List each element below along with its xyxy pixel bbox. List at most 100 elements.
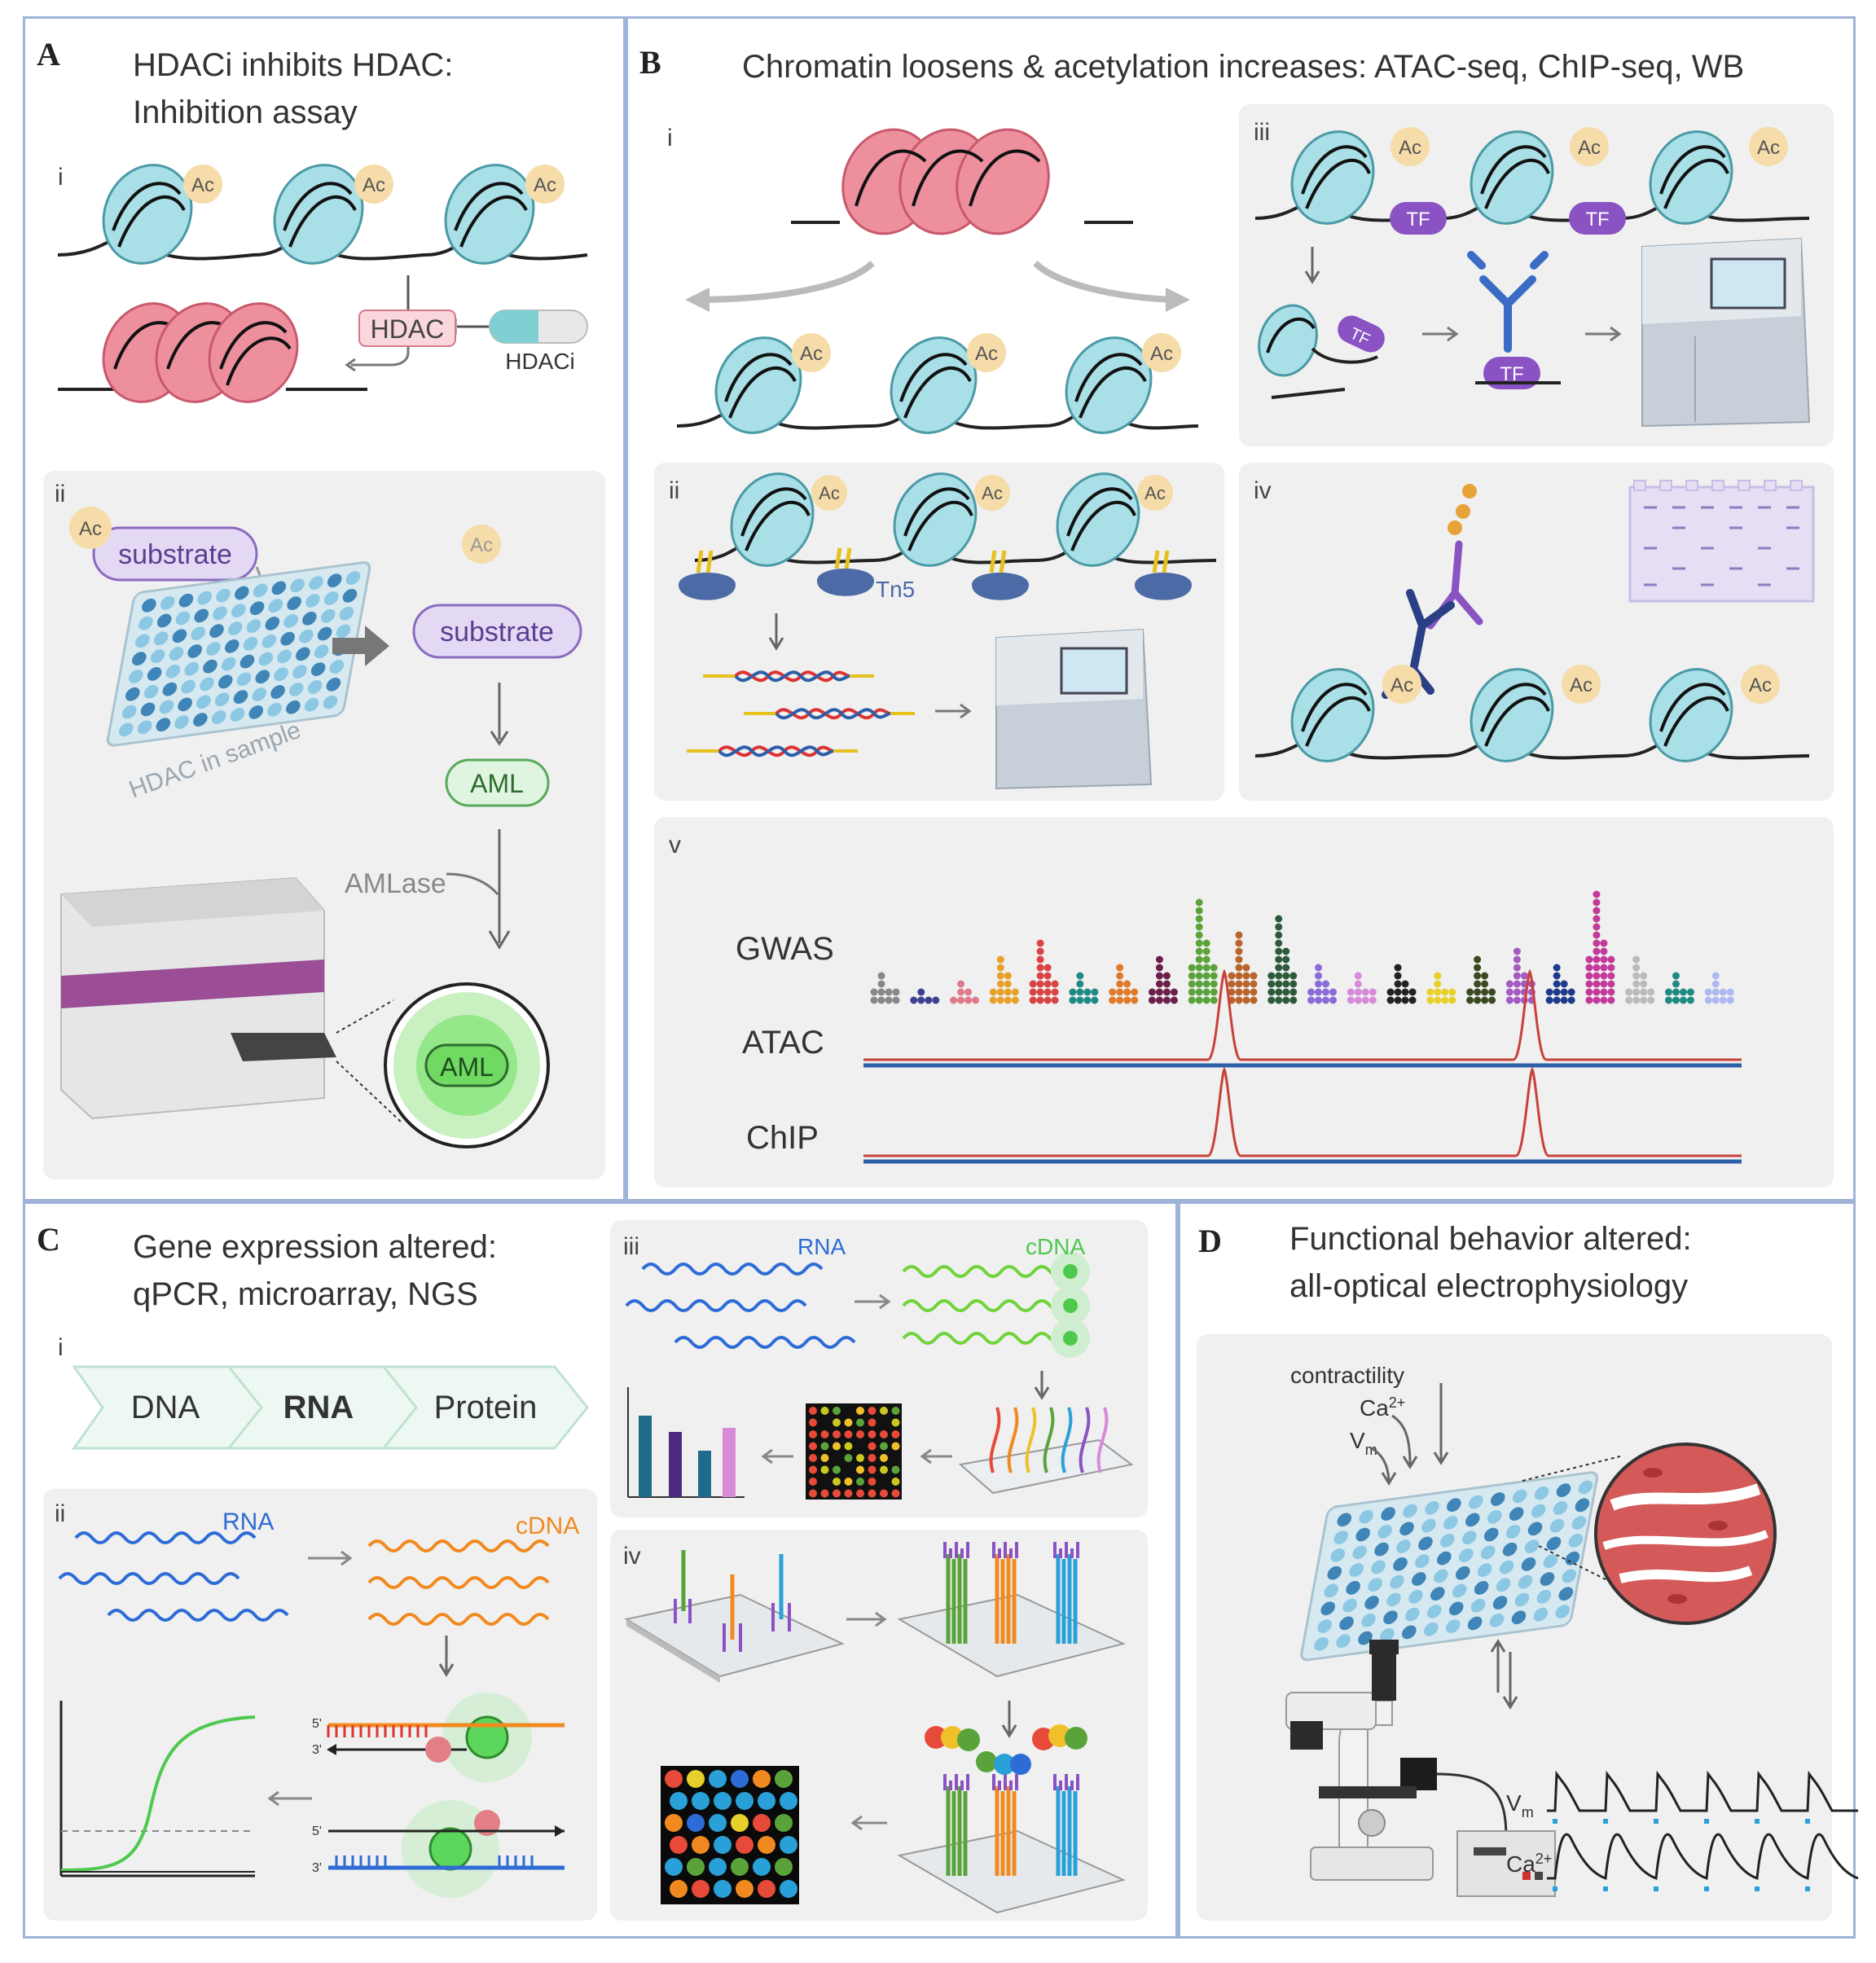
well (187, 644, 202, 658)
array-spot (820, 1465, 829, 1474)
well (1458, 1548, 1474, 1562)
gwas-point (1195, 947, 1203, 955)
gwas-point (1011, 988, 1019, 996)
well (1543, 1554, 1558, 1569)
array-spot (856, 1430, 864, 1438)
gwas-point (1672, 980, 1680, 988)
gwas-point (1123, 996, 1131, 1004)
gwas-chromosome-column (950, 980, 980, 1004)
gwas-point (1162, 972, 1171, 980)
gwas-point (932, 996, 940, 1004)
gwas-point (1210, 964, 1218, 972)
dna-label: DNA (131, 1390, 200, 1425)
microarray-slide-icon (958, 1407, 1134, 1495)
gwas-point (1195, 939, 1203, 947)
gwas-point (1109, 988, 1117, 996)
gwas-point (1250, 988, 1258, 996)
gwas-point (1268, 972, 1276, 980)
gwas-point (1441, 996, 1449, 1004)
gwas-point (1394, 988, 1402, 996)
well (1556, 1483, 1571, 1497)
dna-fragments (687, 670, 915, 758)
gwas-point (1474, 996, 1482, 1004)
well (1524, 1539, 1540, 1553)
aml-label-1: AML (470, 769, 524, 798)
gwas-point (1076, 972, 1084, 980)
well (1549, 1518, 1565, 1533)
gwas-point (1553, 980, 1561, 988)
well (302, 611, 317, 626)
gwas-point (1076, 996, 1084, 1004)
calcium-label: Ca2+ (1360, 1394, 1405, 1421)
well (227, 621, 243, 635)
array-spot (820, 1454, 829, 1462)
gwas-point (1235, 964, 1243, 972)
well (248, 705, 264, 719)
panel-b-sub-iv-box: iv Ac A (1239, 463, 1834, 801)
central-dogma-chevrons: DNA RNA Protein (72, 1365, 589, 1450)
gwas-point (1513, 964, 1521, 972)
sequencing-cluster (731, 1814, 749, 1832)
gwas-point (1275, 988, 1283, 996)
gwas-point (1513, 988, 1521, 996)
well (1434, 1569, 1448, 1583)
panel-c-sub-ii: ii (55, 1500, 66, 1527)
gwas-point (1354, 996, 1362, 1004)
sequencing-cluster (692, 1836, 710, 1854)
gwas-point (1672, 988, 1680, 996)
well (1396, 1539, 1411, 1553)
gwas-chromosome-column (1188, 898, 1218, 1004)
gwas-point (1250, 996, 1258, 1004)
gwas-point (1679, 996, 1687, 1004)
gwas-chromosome-column (1029, 939, 1059, 1004)
gwas-point (1704, 996, 1712, 1004)
gwas-point (1329, 996, 1337, 1004)
stimulus-mark (1704, 1819, 1709, 1824)
well (1421, 1518, 1436, 1533)
gwas-point (1155, 964, 1163, 972)
ac-badge (354, 165, 393, 204)
gwas-point (1553, 972, 1561, 980)
gwas-point (1625, 988, 1633, 996)
sequencing-cluster (775, 1770, 793, 1788)
well (292, 665, 307, 679)
well (1480, 1545, 1496, 1560)
gwas-point (1123, 980, 1131, 988)
gwas-point (1481, 988, 1489, 996)
gwas-point (1585, 980, 1593, 988)
gwas-point (989, 996, 997, 1004)
gwas-point (1275, 931, 1283, 939)
gel-well (1711, 480, 1724, 491)
microarray-heatmap (806, 1403, 902, 1500)
well (178, 697, 192, 712)
gwas-chromosome-column (1545, 964, 1575, 1004)
array-spot (868, 1465, 876, 1474)
well (153, 631, 169, 646)
gwas-point (1202, 939, 1210, 947)
well (156, 718, 171, 732)
well (304, 697, 319, 712)
gwas-point (1593, 980, 1601, 988)
gel-well (1659, 480, 1672, 491)
sequencing-cluster (687, 1770, 705, 1788)
gwas-point (1275, 980, 1283, 988)
gwas-point (1228, 972, 1236, 980)
well (150, 649, 165, 663)
well (261, 634, 277, 648)
array-spot (833, 1478, 841, 1486)
well (277, 649, 292, 664)
well (196, 695, 211, 709)
array-spot (880, 1454, 888, 1462)
gwas-point (1004, 972, 1012, 980)
array-spot (820, 1407, 829, 1415)
gwas-point (1441, 988, 1449, 996)
well (1423, 1622, 1439, 1636)
gwas-point (1434, 972, 1442, 980)
gwas-point (1466, 996, 1474, 1004)
primary-antibody-icon (1382, 589, 1455, 699)
gwas-chromosome-column (989, 955, 1019, 1004)
panel-b-letter: B (639, 44, 661, 81)
well (1336, 1634, 1351, 1649)
well (178, 593, 194, 608)
gwas-chromosome-column (1268, 915, 1298, 1004)
